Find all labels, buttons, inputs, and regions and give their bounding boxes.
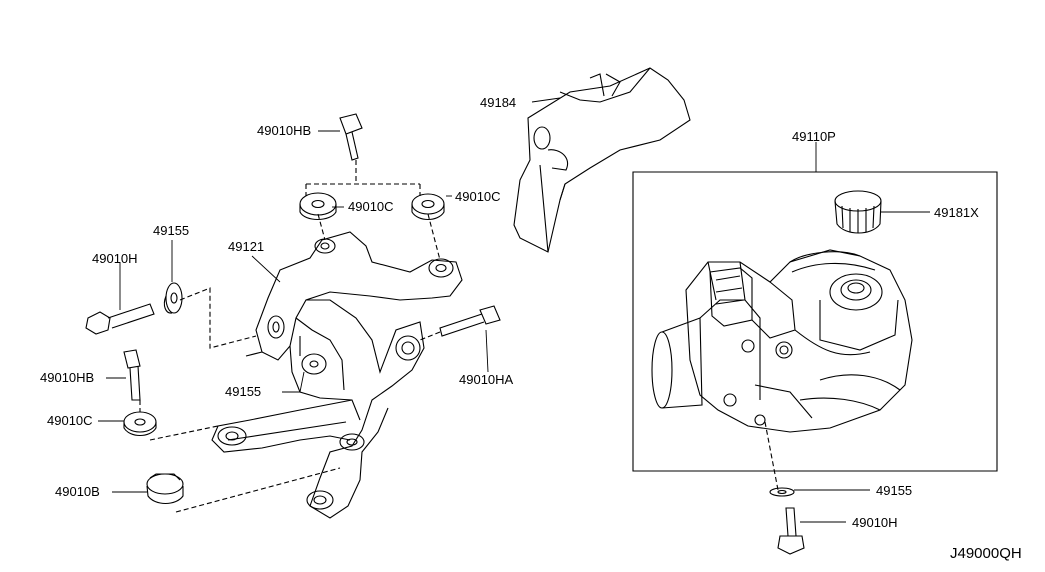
top-bolt [340,114,362,160]
reservoir-cap [835,191,881,233]
label-49181x: 49181X [934,205,979,220]
assembly-lines [140,160,440,512]
label-49110p: 49110P [792,129,836,144]
label-49010c-right: 49010C [455,189,501,204]
leader-lines [98,98,930,522]
right-mount-hardware [765,422,804,554]
label-49010c-left: 49010C [47,413,93,428]
diagram-code: J49000QH [950,545,1022,562]
label-49010hb-left: 49010HB [40,370,95,385]
label-49155-right: 49155 [876,483,913,498]
abs-actuator-box [633,172,997,471]
center-bolt [440,306,500,336]
label-49184: 49184 [480,95,517,110]
label-49155-mid: 49155 [225,384,262,399]
label-49010hb-top: 49010HB [257,123,312,138]
flange-nut [147,474,183,504]
abs-actuator-unit [652,250,912,432]
label-49010h-right: 49010H [852,515,898,530]
left-washer [164,283,182,313]
left-bolt [86,304,154,334]
label-49010ha: 49010HA [459,372,514,387]
label-49121: 49121 [228,239,265,254]
left-vertical-bolt [124,350,140,400]
label-49010c-mid: 49010C [348,199,394,214]
label-49010b: 49010B [55,484,100,499]
label-49155-left: 49155 [153,223,190,238]
mounting-bracket [212,232,462,518]
actuator-cover [514,68,690,252]
label-49010h-left: 49010H [92,251,138,266]
left-rubber-washer [124,412,156,436]
